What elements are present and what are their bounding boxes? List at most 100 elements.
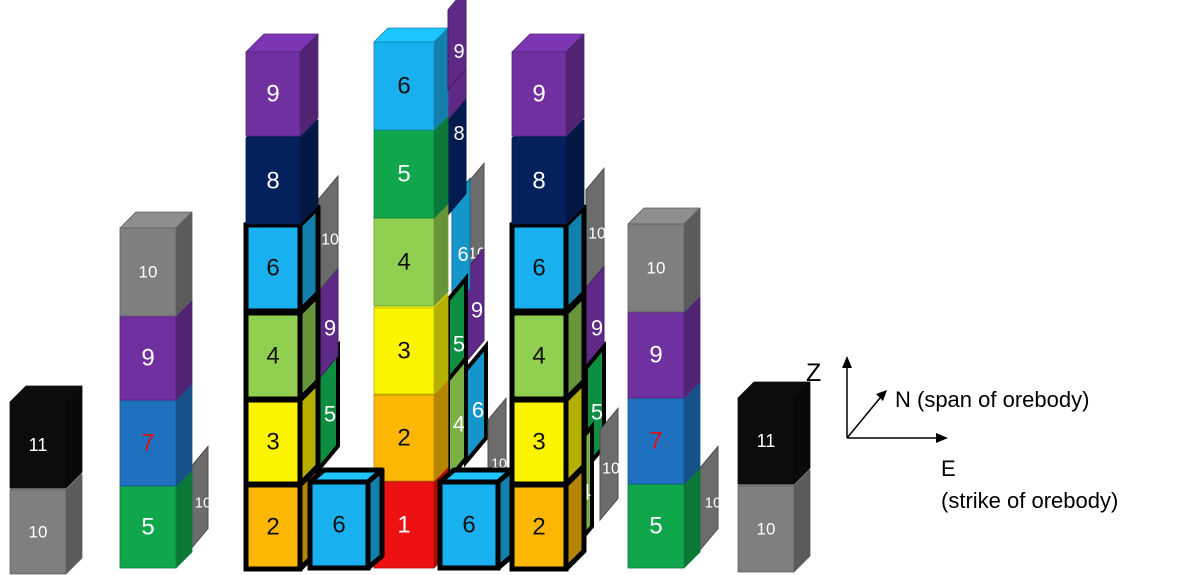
block-number-label: 8 — [266, 168, 279, 195]
block-side-face — [599, 407, 619, 522]
block-front-face — [243, 397, 303, 487]
block-10: 10 — [9, 473, 83, 575]
block-number-label: 11 — [757, 431, 776, 451]
block-number-label: 10 — [647, 259, 666, 278]
block-number-label: 11 — [29, 435, 48, 455]
block-1: 1 — [373, 467, 449, 569]
block-number-label: 8 — [453, 123, 464, 145]
block-6: 6 — [437, 467, 515, 571]
block-front-face — [373, 129, 435, 219]
block-number-label: 7 — [649, 428, 662, 455]
block-front-face — [627, 483, 685, 569]
block-front-face — [627, 311, 685, 399]
block-front-face — [509, 222, 569, 314]
n-axis-arrowhead — [876, 390, 887, 401]
block-front-face — [737, 485, 795, 573]
block-number-label: 8 — [532, 168, 545, 195]
block-10: 10 — [627, 207, 701, 313]
block-side-face — [683, 295, 701, 399]
block-front-face — [373, 307, 435, 395]
block-6-rear: 6 — [464, 340, 488, 468]
block-number-label: 10 — [602, 461, 620, 478]
block-side-face — [175, 211, 193, 317]
block-front-face — [627, 397, 685, 485]
block-side-face — [683, 381, 701, 485]
block-number-label: 3 — [266, 429, 279, 456]
block-front-face — [119, 227, 177, 317]
block-side-face — [433, 115, 449, 219]
block-number-label: 9 — [471, 298, 483, 323]
block-side-face — [683, 467, 701, 569]
z-axis-label: Z — [806, 359, 821, 387]
block-6: 6 — [373, 27, 449, 131]
block-2: 2 — [373, 380, 449, 482]
block-side-face — [175, 299, 193, 401]
block-front-face — [627, 223, 685, 313]
block-9-rear: 9 — [447, 0, 467, 92]
block-front-face — [245, 51, 301, 137]
block-front-face — [307, 479, 371, 571]
block-front-face — [243, 222, 303, 314]
block-side-face — [65, 385, 83, 489]
block-number-label: 6 — [532, 255, 545, 282]
block-front-face — [119, 399, 177, 487]
block-side-face — [565, 119, 585, 225]
block-front-face — [243, 310, 303, 402]
block-side-face — [65, 473, 83, 575]
block-10-rear: 10 — [189, 445, 211, 552]
block-6: 6 — [307, 467, 385, 571]
block-10-rear: 10 — [699, 445, 722, 552]
block-number-label: 7 — [141, 430, 154, 457]
block-11: 11 — [9, 385, 83, 489]
block-number-label: 3 — [397, 338, 410, 365]
block-10-rear: 10 — [599, 407, 620, 522]
block-front-face — [511, 51, 567, 137]
block-side-face — [299, 119, 319, 225]
block-number-label: 9 — [141, 345, 154, 372]
block-9: 9 — [511, 33, 585, 137]
block-side-face — [433, 380, 449, 482]
block-side-face — [565, 33, 585, 137]
block-side-face — [175, 383, 193, 487]
block-number-label: 3 — [532, 429, 545, 456]
block-number-label: 6 — [332, 512, 345, 539]
n-axis-arrow — [846, 397, 881, 439]
block-number-label: 10 — [139, 263, 158, 282]
block-number-label: 2 — [397, 425, 410, 452]
block-side-face — [793, 381, 811, 485]
block-side-face — [447, 0, 467, 92]
block-number-label: 10 — [491, 455, 507, 471]
block-number-label: 6 — [462, 512, 475, 539]
block-side-face — [297, 204, 321, 314]
block-number-label: 4 — [397, 249, 410, 276]
block-number-label: 9 — [649, 342, 662, 369]
block-number-label: 5 — [453, 332, 465, 357]
block-number-label: 5 — [141, 514, 154, 541]
block-number-label: 4 — [266, 343, 279, 370]
e-axis-label: E — [941, 456, 956, 481]
block-number-label: 10 — [321, 232, 339, 249]
block-number-label: 9 — [591, 316, 603, 341]
block-number-label: 5 — [324, 402, 336, 427]
block-number-label: 10 — [757, 520, 776, 539]
block-front-face — [9, 489, 67, 575]
block-front-face — [437, 479, 501, 571]
coordinate-axes: Z N (span of orebody) E (strike of orebo… — [806, 356, 1118, 513]
block-side-face — [433, 203, 449, 307]
block-number-label: 2 — [266, 514, 279, 541]
block-10-rear: 10 — [585, 167, 606, 292]
block-front-face — [737, 397, 795, 485]
block-front-face — [509, 482, 569, 572]
block-4-rear: 4 — [446, 352, 468, 486]
z-axis-arrowhead — [842, 356, 852, 368]
block-number-label: 10 — [705, 495, 722, 512]
block-front-face — [245, 137, 301, 225]
block-11: 11 — [737, 381, 811, 485]
block-front-face — [243, 482, 303, 572]
block-9-rear: 9 — [317, 262, 339, 382]
block-front-face — [511, 137, 567, 225]
block-number-label: 10 — [29, 523, 48, 542]
block-number-label: 5 — [591, 400, 603, 425]
